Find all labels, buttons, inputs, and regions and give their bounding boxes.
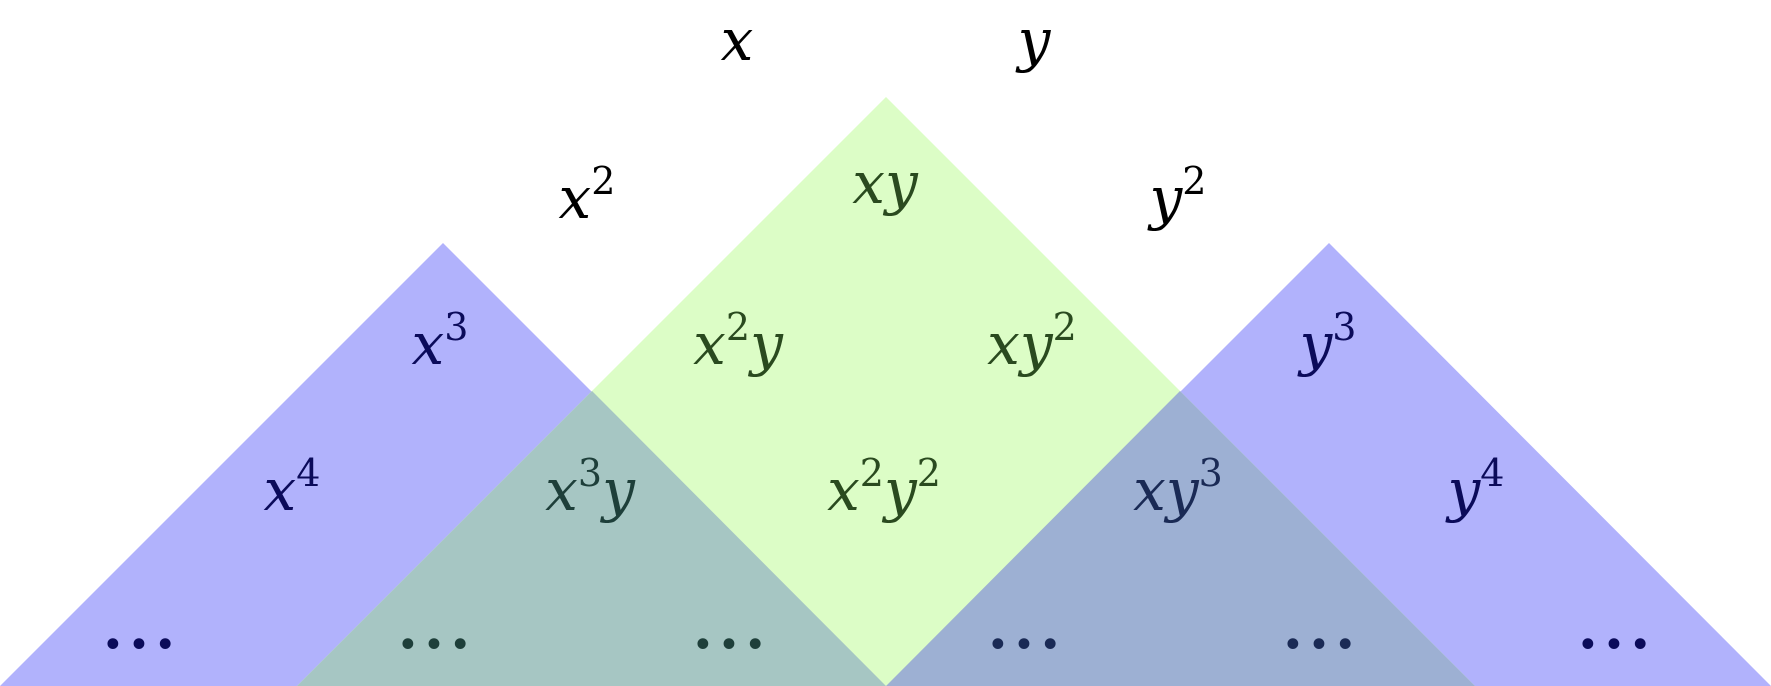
monomial-exponent: 2 bbox=[1182, 159, 1206, 203]
monomial-x3y: x3​y bbox=[545, 451, 636, 524]
monomial-base: y bbox=[1015, 6, 1052, 74]
monomial-base: x bbox=[852, 149, 885, 217]
monomial-exponent: 2 bbox=[726, 305, 750, 349]
right-overlap-region bbox=[886, 391, 1475, 686]
monomial-x3: x3​ bbox=[412, 305, 469, 378]
monomial-base: y bbox=[1163, 456, 1200, 524]
monomial-base: y bbox=[881, 456, 918, 524]
ellipsis-dots-6: ... bbox=[1578, 594, 1657, 662]
monomial-base: y bbox=[1017, 310, 1054, 378]
ellipsis-dots-1: ... bbox=[103, 594, 182, 662]
monomial-y3: y3​ bbox=[1297, 305, 1357, 378]
left-overlap-region bbox=[297, 391, 886, 686]
monomial-y4: y4​ bbox=[1445, 451, 1505, 524]
monomial-y: y bbox=[1015, 6, 1052, 74]
monomial-base: x bbox=[987, 310, 1020, 378]
monomial-labels: xyx2​xyy2​x3​x2​yxy2​y3​x4​x3​yx2​y2​xy3… bbox=[103, 6, 1657, 662]
monomial-base: x bbox=[559, 164, 592, 232]
monomial-x2y2: x2​y2​ bbox=[827, 451, 941, 524]
monomial-base: x bbox=[1133, 456, 1166, 524]
monomial-base: y bbox=[882, 149, 919, 217]
monomial-base: x bbox=[721, 6, 754, 74]
monomial-exponent: 3 bbox=[1332, 305, 1356, 349]
monomial-base: x bbox=[693, 310, 726, 378]
monomial-base: y bbox=[1297, 310, 1334, 378]
ellipsis-dots-5: ... bbox=[1283, 594, 1362, 662]
ellipsis-dots-4: ... bbox=[988, 594, 1067, 662]
monomial-x4: x4​ bbox=[264, 451, 321, 524]
ellipsis-dots-3: ... bbox=[693, 594, 772, 662]
monomial-exponent: 2 bbox=[591, 159, 615, 203]
monomial-x2y: x2​y bbox=[693, 305, 784, 378]
monomial-base: y bbox=[599, 456, 636, 524]
monomial-base: x bbox=[827, 456, 860, 524]
monomial-base: x bbox=[545, 456, 578, 524]
monomial-base: y bbox=[1445, 456, 1482, 524]
monomial-xy2: xy2​ bbox=[987, 305, 1077, 378]
monomial-x: x bbox=[721, 6, 754, 74]
monomial-exponent: 4 bbox=[296, 451, 320, 495]
monomial-exponent: 3 bbox=[1199, 451, 1223, 495]
monomial-exponent: 2 bbox=[1053, 305, 1077, 349]
monomial-base: y bbox=[747, 310, 784, 378]
monomial-exponent: 3 bbox=[578, 451, 602, 495]
monomial-y2: y2​ bbox=[1147, 159, 1207, 232]
monomial-exponent: 2 bbox=[860, 451, 884, 495]
monomial-exponent: 4 bbox=[1480, 451, 1504, 495]
monomial-x2: x2​ bbox=[559, 159, 616, 232]
monomial-base: y bbox=[1147, 164, 1184, 232]
monomial-xy: xy bbox=[852, 149, 919, 217]
monomial-base: x bbox=[412, 310, 445, 378]
monomial-exponent: 2 bbox=[917, 451, 941, 495]
monomial-xy3: xy3​ bbox=[1133, 451, 1223, 524]
monomial-base: x bbox=[264, 456, 297, 524]
ellipsis-dots-2: ... bbox=[398, 594, 477, 662]
monomial-exponent: 3 bbox=[444, 305, 468, 349]
